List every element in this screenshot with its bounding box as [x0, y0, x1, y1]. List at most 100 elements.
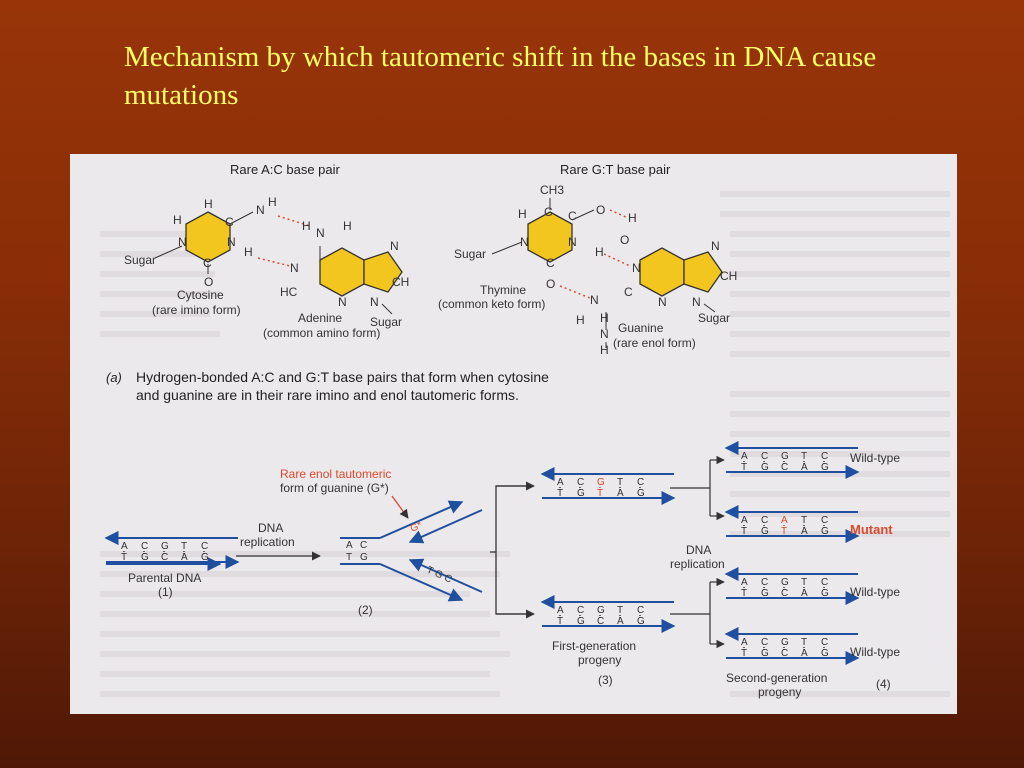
svg-text:N: N — [658, 295, 667, 309]
first-gen-mutant-duplex-bottom-base: G — [637, 488, 645, 499]
cytosine-label: Cytosine — [177, 288, 224, 302]
svg-text:A: A — [346, 540, 353, 551]
svg-text:N: N — [370, 295, 379, 309]
svg-text:H: H — [595, 245, 604, 259]
svg-text:H: H — [343, 219, 352, 233]
second-gen-duplex-1-bottom-base: G — [821, 462, 829, 473]
svg-text:C: C — [225, 215, 234, 229]
svg-text:C: C — [568, 209, 577, 223]
step2-label: (2) — [358, 603, 373, 617]
outcome-2-mutant: Mutant — [850, 522, 893, 537]
first-gen-wild-duplex-bottom-base: G — [577, 616, 585, 627]
parental-duplex-top-base: C — [201, 541, 208, 552]
second-gen-duplex-4-bottom-base: G — [761, 648, 769, 659]
parental-label: Parental DNA — [128, 571, 201, 585]
second-gen-duplex-3-bottom-base: T — [741, 588, 747, 599]
first-gen-mutant-duplex-top-base: G — [597, 477, 605, 488]
panel-a-caption: (a) Hydrogen-bonded A:C and G:T base pai… — [106, 369, 549, 403]
outcome-1: Wild-type — [850, 451, 900, 465]
svg-text:CH: CH — [720, 269, 737, 283]
second-gen-duplex-3-bottom-base: A — [801, 588, 808, 599]
second-gen-duplex-4-top-base: G — [781, 637, 789, 648]
step4-label: (4) — [876, 677, 891, 691]
svg-text:N: N — [338, 295, 347, 309]
svg-text:H: H — [244, 245, 253, 259]
second-gen-duplex-2-bottom-base: T — [781, 526, 787, 537]
second-gen-duplex-2-top-base: C — [821, 515, 828, 526]
second-gen-duplex-3-top-base: G — [781, 577, 789, 588]
replication1-label: DNA — [258, 521, 283, 535]
svg-text:N: N — [316, 226, 325, 240]
replication1b-label: replication — [240, 535, 295, 549]
second-gen-duplex-1-top-base: C — [821, 451, 828, 462]
second-gen-duplex-3-bottom-base: G — [821, 588, 829, 599]
svg-text:C: C — [544, 205, 553, 219]
parental-duplex-top-base: A — [121, 541, 128, 552]
ac-sugar-left: Sugar — [124, 253, 156, 267]
svg-text:N: N — [178, 235, 187, 249]
second-gen-duplex-1-top-base: A — [741, 451, 748, 462]
guanine-imidazole — [683, 251, 723, 293]
svg-text:O: O — [596, 203, 605, 217]
first-gen-wild-duplex-top-base: T — [617, 605, 623, 616]
second-gen-duplex-2-bottom-base: G — [761, 526, 769, 537]
svg-text:N: N — [590, 293, 599, 307]
svg-text:N: N — [692, 295, 701, 309]
second-gen-duplex-3-bottom-base: C — [781, 588, 788, 599]
svg-text:N: N — [711, 239, 720, 253]
parental-duplex-bottom-base: A — [181, 552, 188, 563]
second-gen-duplex-1-top-base: G — [781, 451, 789, 462]
second-gen-duplex-2-bottom-base: G — [821, 526, 829, 537]
first-gen-mutant-duplex-top-base: A — [557, 477, 564, 488]
svg-text:C: C — [624, 285, 633, 299]
second-gen-duplex-4-top-base: T — [801, 637, 807, 648]
svg-text:H: H — [576, 313, 585, 327]
second-gen-duplex-3-top-base: C — [761, 577, 768, 588]
first-gen-mutant-duplex-bottom-base: T — [597, 488, 603, 499]
second-gen-duplex-2-top-base: A — [781, 515, 788, 526]
second-gen-line1: Second-generation — [726, 671, 827, 685]
svg-text:H: H — [302, 219, 311, 233]
second-gen-duplex-2-top-base: T — [801, 515, 807, 526]
second-gen-duplex-3-top-base: C — [821, 577, 828, 588]
svg-text:T: T — [346, 552, 352, 563]
second-gen-duplex-4-top-base: C — [821, 637, 828, 648]
second-gen-duplex-2-top-base: C — [761, 515, 768, 526]
svg-text:N: N — [632, 261, 641, 275]
ac-pair-heading: Rare A:C base pair — [230, 162, 341, 177]
gt-sugar-left: Sugar — [454, 247, 486, 261]
first-gen-mutant-duplex-top-base: C — [577, 477, 584, 488]
gt-sugar-right: Sugar — [698, 311, 730, 325]
guanine-form: (rare enol form) — [613, 336, 696, 350]
ac-base-pair: Rare A:C base pair H H C N N C O N H H S… — [124, 162, 409, 340]
parental-duplex-top-base: T — [181, 541, 187, 552]
svg-text:N: N — [390, 239, 399, 253]
second-gen-duplex-4-bottom-base: C — [781, 648, 788, 659]
second-gen-duplex-3-bottom-base: G — [761, 588, 769, 599]
second-gen-duplex-1-top-base: C — [761, 451, 768, 462]
replication2-label: DNA — [686, 543, 711, 557]
svg-text:C: C — [360, 540, 367, 551]
parental-duplex-top-base: C — [141, 541, 148, 552]
first-gen-mutant-duplex-top-base: T — [617, 477, 623, 488]
svg-text:H: H — [268, 195, 277, 209]
step3-label: (3) — [598, 673, 613, 687]
second-gen-duplex-1-bottom-base: T — [741, 462, 747, 473]
adenine-imidazole — [363, 251, 403, 293]
first-gen-wild-duplex-bottom-base: A — [617, 616, 624, 627]
second-gen-duplex-4-top-base: C — [761, 637, 768, 648]
svg-text:C: C — [546, 256, 555, 270]
thymine-form: (common keto form) — [438, 297, 545, 311]
first-gen-wild-duplex-top-base: C — [577, 605, 584, 616]
svg-text:O: O — [620, 233, 629, 247]
first-gen-wild-duplex-bottom-base: T — [557, 616, 563, 627]
svg-text:C: C — [203, 256, 212, 270]
second-gen-duplex-4-bottom-base: G — [821, 648, 829, 659]
step1-label: (1) — [158, 585, 173, 599]
second-gen-duplex-2-bottom-base: A — [801, 526, 808, 537]
